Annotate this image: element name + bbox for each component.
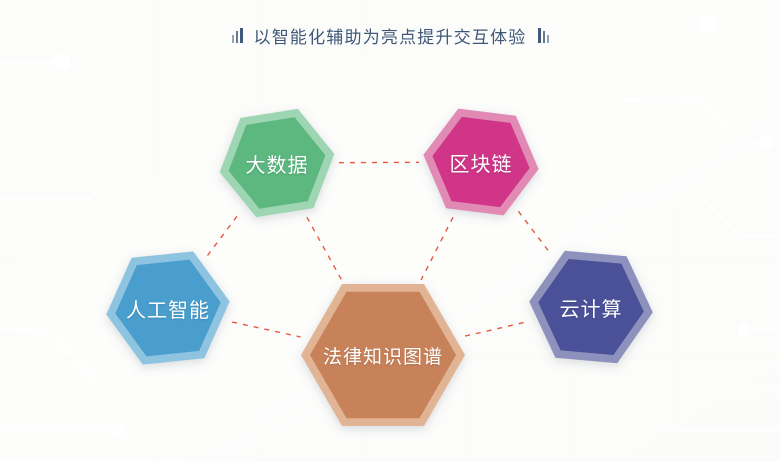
hexagon-inner-fill [310,291,456,419]
connector-line [206,212,241,256]
hexagon-shape [301,284,465,426]
hexagon-shape [423,108,539,216]
connector-line [306,216,343,282]
hexagon-shape [106,251,230,365]
hexagon-node-blockchain[interactable]: 区块链 [406,87,556,237]
hexagon-inner-fill [432,116,530,208]
hexagon-node-artificial-intelligence[interactable]: 人工智能 [89,229,247,387]
bars-icon-right [537,27,549,43]
hexagon-node-label: 云计算 [559,298,623,321]
hexagon-shape [529,250,653,364]
hexagon-node-label: 大数据 [245,154,309,177]
connector-line [517,210,552,256]
hexagon-inner-fill [115,259,221,357]
page-title-bar: 以智能化辅助为亮点提升交互体验 [0,20,780,50]
hexagon-node-label: 区块链 [449,153,513,176]
connector-line [420,216,454,281]
page-title: 以智能化辅助为亮点提升交互体验 [253,27,527,47]
connector-line [231,321,301,338]
hexagon-inner-fill [538,259,644,355]
hexagon-inner-fill [228,117,326,209]
hexagon-node-legal-knowledge-graph[interactable]: 法律知识图谱 [284,256,482,454]
bars-icon-left [231,27,243,43]
hexagon-node-cloud-computing[interactable]: 云计算 [512,228,670,386]
hexagon-node-big-data[interactable]: 大数据 [202,88,352,238]
hexagon-node-label: 人工智能 [126,299,210,322]
hexagon-shape [219,108,335,218]
hexagon-node-label: 法律知识图谱 [322,346,443,368]
